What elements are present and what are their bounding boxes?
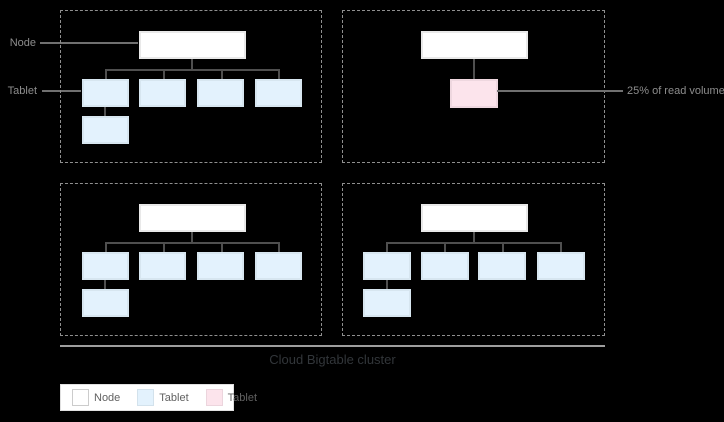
node-box: [421, 204, 528, 232]
connector-line: [105, 242, 280, 244]
tablet-box: [82, 79, 129, 107]
connector-line: [104, 107, 106, 116]
legend: Node Tablet Tablet: [60, 384, 257, 411]
connector-line: [278, 69, 280, 79]
connector-line: [163, 69, 165, 79]
legend-label-hot-tablet: Tablet: [227, 391, 258, 404]
cluster-caption: Cloud Bigtable cluster: [269, 352, 396, 367]
connector-line: [386, 242, 562, 244]
tablet-box: [255, 252, 302, 280]
read-volume-annotation: 25% of read volume: [627, 85, 724, 97]
tablet-box: [197, 252, 244, 280]
connector-line: [221, 69, 223, 79]
tablet-box: [139, 79, 186, 107]
tablet-box: [363, 252, 411, 280]
node-group-4: [342, 183, 605, 336]
legend-item-tablet: Tablet: [137, 389, 189, 406]
connector-line: [473, 232, 475, 242]
tablet-box: [255, 79, 302, 107]
tablet-box: [363, 289, 411, 317]
connector-line: [191, 232, 193, 242]
connector-line: [386, 280, 388, 289]
tablet-box: [82, 252, 129, 280]
tablet-box: [421, 252, 469, 280]
node-box: [139, 31, 246, 59]
node-group-1: [60, 10, 322, 163]
legend-label-tablet: Tablet: [159, 391, 189, 404]
connector-line: [502, 242, 504, 252]
connector-line: [386, 242, 388, 252]
connector-line: [163, 242, 165, 252]
connector-line: [221, 242, 223, 252]
tablet-box: [478, 252, 526, 280]
node-label: Node: [9, 37, 36, 49]
node-group-2: [342, 10, 605, 163]
legend-item-node: Node: [72, 389, 120, 406]
tablet-leader-line: [42, 90, 81, 92]
node-swatch: [72, 389, 89, 406]
connector-line: [278, 242, 280, 252]
node-leader-line: [40, 42, 138, 44]
node-box: [421, 31, 528, 59]
cluster-divider-line: [60, 345, 605, 347]
connector-line: [104, 280, 106, 289]
tablet-box: [82, 116, 129, 144]
tablet-swatch: [137, 389, 155, 406]
connector-line: [444, 242, 446, 252]
tablet-box: [139, 252, 186, 280]
tablet-box: [82, 289, 129, 317]
connector-line: [560, 242, 562, 252]
tablet-box: [197, 79, 244, 107]
read-volume-leader-line: [497, 90, 623, 92]
tablet-label: Tablet: [7, 85, 37, 97]
connector-line: [473, 59, 475, 79]
connector-line: [191, 59, 193, 69]
tablet-box: [537, 252, 585, 280]
node-box: [139, 204, 246, 232]
connector-line: [105, 69, 280, 71]
legend-item-hot-tablet: Tablet: [205, 389, 258, 406]
legend-label-node: Node: [94, 391, 121, 404]
connector-line: [105, 242, 107, 252]
node-group-3: [60, 183, 322, 336]
hot-tablet-swatch: [205, 389, 223, 406]
connector-line: [105, 69, 107, 79]
hot-tablet-box: [450, 79, 498, 108]
